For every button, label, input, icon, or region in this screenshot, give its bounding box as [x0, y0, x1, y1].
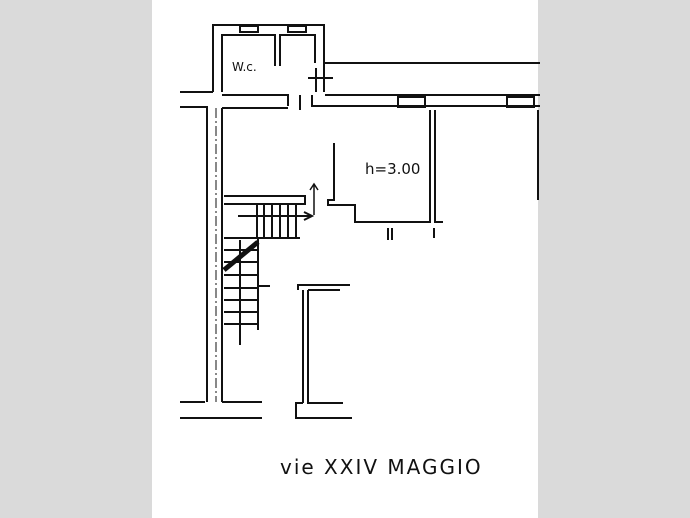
corridor-walls — [180, 62, 540, 402]
window-icon — [239, 25, 259, 33]
wc-label: W.c. — [232, 60, 257, 74]
street-name-label: vie XXIV MAGGIO — [280, 455, 483, 479]
staircase — [222, 182, 319, 345]
window-icon — [287, 25, 307, 33]
wc-block — [212, 24, 333, 110]
lower-walls — [180, 284, 352, 419]
window-icon — [397, 96, 426, 108]
window-icon — [506, 96, 535, 108]
ceiling-height-label: h=3.00 — [365, 160, 421, 178]
room-h300 — [327, 110, 539, 240]
